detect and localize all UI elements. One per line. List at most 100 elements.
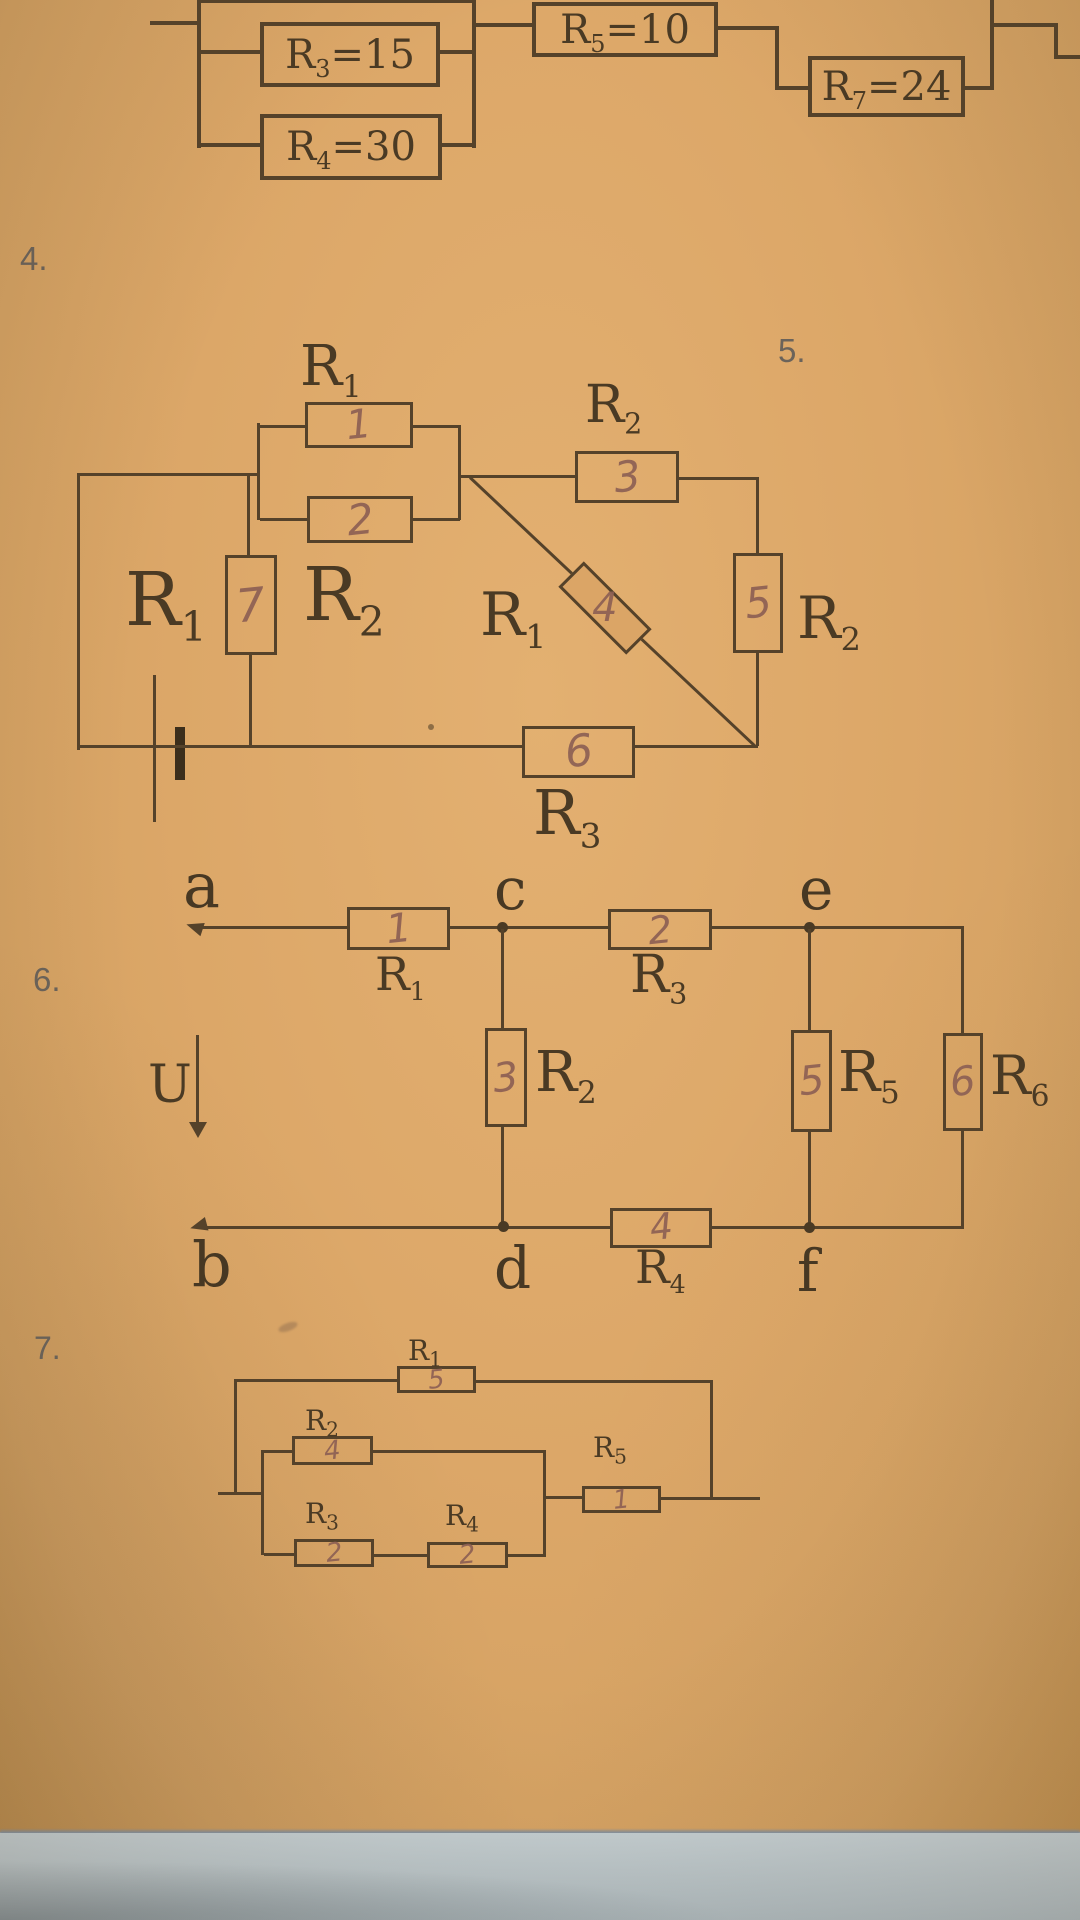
node-dot-e (804, 922, 815, 933)
wire (196, 926, 347, 929)
handwritten-value-2a: 2 (324, 1537, 344, 1569)
resistor-box-r1: 5 (397, 1364, 476, 1395)
wire (260, 518, 307, 521)
node-label-d: d (494, 1234, 532, 1302)
wire (257, 423, 260, 520)
handwritten-value-6: 6 (947, 1057, 979, 1107)
wire (775, 26, 779, 89)
wire (961, 1130, 964, 1228)
wire (247, 476, 250, 556)
wire (474, 1380, 712, 1383)
wire (756, 479, 759, 554)
wire (775, 86, 808, 90)
label-r2-right: R2 (797, 584, 861, 659)
u-arrow-head (189, 1122, 207, 1138)
resistor-box-7: 7 (225, 555, 277, 655)
wire (472, 0, 476, 148)
wire (546, 1496, 583, 1499)
wire (260, 425, 305, 428)
wire (635, 745, 758, 748)
node-label-c: c (494, 855, 527, 923)
wire (413, 518, 460, 521)
resistor-box-r4: R4=30 (260, 114, 442, 180)
resistor-label-r5: R5=10 (560, 6, 690, 58)
resistor-box-2: 2 (307, 493, 413, 545)
wire (440, 50, 472, 54)
stray-ink-dot (428, 724, 434, 730)
wire (201, 1226, 610, 1229)
wire (965, 86, 993, 90)
label-r6: R6 (990, 1044, 1050, 1114)
wire (249, 655, 252, 748)
wire (679, 477, 759, 480)
resistor-box-1: 1 (305, 400, 413, 450)
problem-number-5: 5. (778, 332, 806, 369)
resistor-box-r5: 1 (582, 1483, 661, 1516)
label-r1-diagonal: R1 (480, 580, 547, 656)
wire (374, 1554, 428, 1557)
label-u: U (148, 1055, 192, 1115)
wire (712, 1226, 964, 1229)
wire (712, 926, 964, 929)
label-r4: R4 (445, 1499, 479, 1537)
resistor-box-4: 4 (610, 1206, 712, 1249)
label-r5: R5 (838, 1040, 900, 1112)
label-r3-bottom: R3 (533, 776, 602, 857)
wire (501, 929, 504, 1029)
wire (450, 926, 608, 929)
wire (197, 0, 201, 148)
resistor-label-r4: R4=30 (286, 124, 416, 175)
node-label-f: f (797, 1237, 819, 1305)
resistor-label-r3: R3=15 (285, 31, 415, 83)
resistor-box-r4: 2 (427, 1539, 508, 1571)
wire (472, 23, 532, 27)
wire (961, 926, 964, 1034)
wire (264, 1553, 294, 1556)
wire (507, 1554, 545, 1557)
wire (501, 1127, 504, 1228)
handwritten-value-1: 1 (343, 400, 375, 450)
resistor-box-r2: 4 (292, 1435, 373, 1466)
resistor-box-1: 1 (347, 904, 450, 953)
problem-number-7: 7. (34, 1330, 61, 1366)
handwritten-value-3: 3 (611, 450, 643, 503)
handwritten-value-1: 1 (611, 1483, 632, 1516)
handwritten-value-5: 5 (742, 576, 774, 629)
handwritten-value-1: 1 (383, 904, 414, 953)
wire (77, 473, 80, 750)
wire (1054, 55, 1080, 59)
table-surface (0, 1833, 1080, 1920)
wire (372, 1450, 545, 1453)
resistor-box-r3: R3=15 (260, 22, 440, 87)
u-arrow-line (196, 1035, 199, 1125)
problem-number-6: 6. (33, 961, 61, 998)
node-label-b: b (192, 1228, 232, 1301)
resistor-box-3: 3 (575, 451, 679, 503)
wire (77, 473, 260, 476)
wire (718, 26, 778, 30)
resistor-box-5: 5 (733, 553, 783, 653)
wire (264, 1450, 292, 1453)
battery-long-plate (153, 675, 156, 822)
label-r1: R1 (375, 947, 426, 1007)
wire (756, 652, 759, 746)
node-dot-c (497, 922, 508, 933)
wire (461, 475, 575, 478)
handwritten-value-7: 7 (233, 576, 269, 634)
handwritten-value-2b: 2 (457, 1539, 478, 1571)
handwritten-value-5: 5 (796, 1056, 827, 1106)
wire (197, 0, 475, 3)
wire (808, 929, 811, 1031)
handwritten-value-6: 6 (561, 724, 596, 779)
resistor-box-r3: 2 (294, 1537, 374, 1569)
handwritten-value-2: 2 (344, 493, 376, 545)
wire (77, 745, 522, 748)
resistor-box-6: 6 (943, 1033, 983, 1131)
label-r2-top: R2 (585, 375, 643, 441)
wire (808, 1131, 811, 1228)
paper-sheet (0, 0, 1080, 1832)
label-r2: R2 (305, 1404, 339, 1442)
wire (261, 1450, 264, 1555)
label-r4: R4 (635, 1240, 686, 1300)
